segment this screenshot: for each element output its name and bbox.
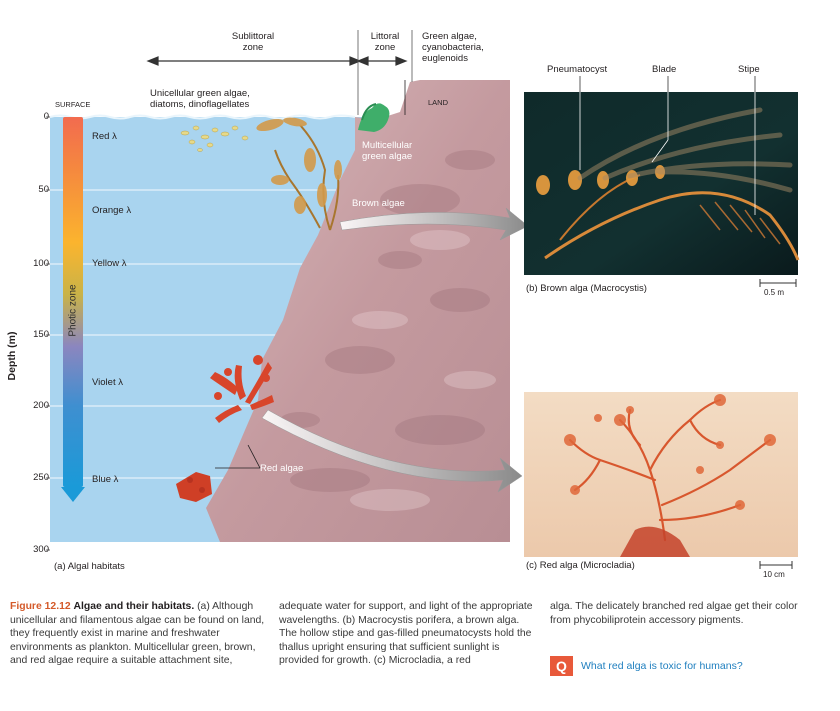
scale-bar-c — [759, 561, 793, 569]
surface-label: SURFACE — [55, 100, 91, 109]
kelp-leader-lines-top — [579, 76, 756, 92]
panel-c-title: (c) Red alga (Microcladia) — [526, 560, 635, 571]
question-link[interactable]: What red alga is toxic for humans? — [581, 660, 743, 672]
red-alga-illustration — [568, 398, 772, 542]
sublittoral-zone-label: Sublittoral zone — [231, 31, 275, 53]
caption-column-2: adequate water for support, and light of… — [279, 600, 537, 668]
zone-dividers — [357, 30, 413, 115]
water-surface — [49, 114, 356, 120]
wavelength-orange: Orange λ — [92, 205, 132, 216]
depth-tick-label: 0 — [43, 111, 49, 122]
multicellular-green-label: Multicellular green algae — [362, 140, 413, 162]
red-algae-illustration — [210, 355, 274, 423]
littoral-zone-label: Littoral zone — [370, 31, 400, 53]
photic-zone-label: Photic zone — [67, 284, 79, 337]
land-label: LAND — [428, 98, 449, 107]
scale-bar-b — [759, 279, 797, 287]
photic-spectrum-bar — [63, 117, 83, 487]
depth-gridlines — [50, 189, 340, 479]
panel-a-title: (a) Algal habitats — [54, 561, 125, 572]
habitat-diagram — [46, 30, 800, 569]
caption-column-1: Figure 12.12 Algae and their habitats. (… — [10, 600, 268, 668]
kelp-illustration — [536, 107, 800, 261]
wavelength-blue: Blue λ — [92, 474, 119, 485]
panel-c-scale: 10 cm — [763, 570, 785, 579]
zone-arrows — [146, 56, 408, 66]
brown-algae-label: Brown algae — [352, 198, 405, 209]
red-alga-fronds — [564, 394, 776, 510]
plankton-cluster — [180, 125, 249, 152]
caption-text-1: (a) Although unicellular and filamentous… — [10, 601, 265, 667]
wavelength-yellow: Yellow λ — [92, 258, 127, 269]
depth-tick-label: 250 — [33, 472, 49, 483]
wavelength-red: Red λ — [92, 131, 117, 142]
brown-algae-blades — [256, 117, 342, 214]
unicellular-label: Unicellular green algae, diatoms, dinofl… — [150, 88, 250, 110]
depth-tick-label: 300 — [33, 544, 49, 555]
land-algae-label: Green algae, cyanobacteria, euglenoids — [422, 31, 484, 64]
red-algae-label: Red algae — [260, 463, 304, 474]
caption-column-3: alga. The delicately branched red algae … — [550, 600, 808, 627]
wavelength-violet: Violet λ — [92, 377, 123, 388]
depth-tick-label: 50 — [38, 184, 49, 195]
red-alga-holdfast — [620, 526, 690, 557]
red-algae-bottom — [176, 472, 212, 502]
depth-ticks — [46, 116, 50, 551]
arrow-to-red-alga — [261, 409, 523, 493]
label-leader-lines — [215, 80, 406, 469]
spectrum-bar-arrowhead — [61, 487, 85, 502]
figure-number: Figure 12.12 — [10, 601, 71, 612]
depth-tick-label: 100 — [33, 258, 49, 269]
green-algae-illustration — [358, 103, 390, 132]
depth-tick-label: 200 — [33, 400, 49, 411]
stipe-label: Stipe — [738, 64, 760, 75]
caption-text-3: alga. The delicately branched red algae … — [550, 601, 798, 626]
depth-axis-label: Depth (m) — [6, 331, 18, 381]
panel-b-title: (b) Brown alga (Macrocystis) — [526, 283, 647, 294]
figure-title: Algae and their habitats. — [73, 601, 195, 612]
blade-label: Blade — [652, 64, 677, 75]
panel-b-scale: 0.5 m — [764, 288, 785, 297]
caption-text-2: adequate water for support, and light of… — [279, 601, 533, 667]
question-icon: Q — [550, 656, 573, 676]
rock-highlights — [350, 230, 496, 511]
pneumatocyst-label: Pneumatocyst — [547, 64, 608, 75]
depth-tick-label: 150 — [33, 329, 49, 340]
rock-texture — [280, 150, 495, 492]
